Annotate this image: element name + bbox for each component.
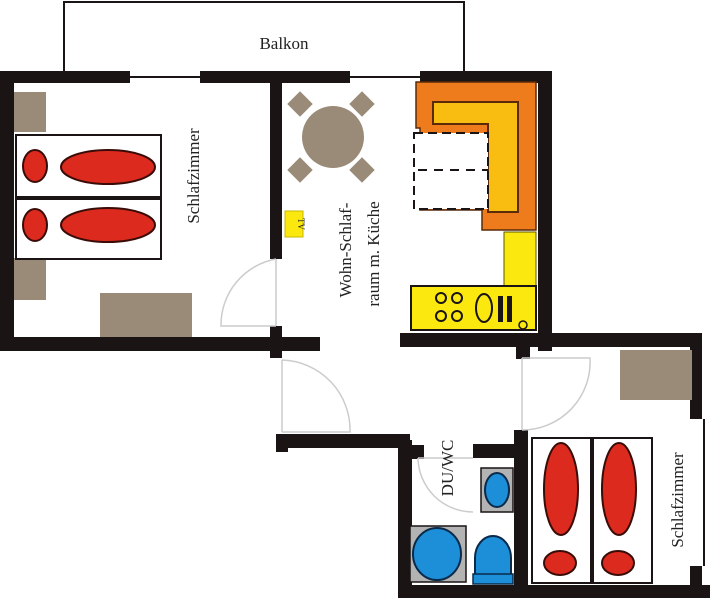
door-bedroom-left[interactable]: [220, 258, 277, 327]
desk: [100, 293, 192, 337]
fridge-icon: [498, 296, 503, 322]
nightstand-bottom: [14, 258, 46, 300]
door-bathroom[interactable]: [417, 457, 474, 513]
wardrobe: [620, 350, 692, 400]
bathroom-fixtures: [409, 467, 514, 585]
door-hallway[interactable]: [281, 359, 351, 433]
room-label-balcony: Balkon: [259, 34, 309, 53]
nightstand-top: [14, 92, 46, 132]
sink-icon: [475, 293, 493, 323]
svg-text:TV: TV: [296, 218, 306, 230]
bedroom-right-furniture: [531, 350, 692, 584]
walls: [0, 71, 710, 598]
room-label-living-line2: raum m. Küche: [364, 201, 383, 306]
doors: [220, 258, 591, 513]
bedroom-left-furniture: [14, 92, 192, 337]
door-bedroom-right[interactable]: [521, 357, 591, 431]
corner-sofa: [413, 81, 537, 231]
dining-table: [287, 91, 375, 183]
blanket-icon: [60, 149, 156, 185]
toilet-icon: [474, 535, 512, 583]
blanket-icon: [60, 207, 156, 243]
stove-icon: [435, 292, 463, 322]
pillow-icon: [22, 208, 48, 242]
room-label-bathroom: DU/WC: [438, 440, 457, 497]
room-label-bedroom-left: Schlafzimmer: [184, 128, 203, 224]
kitchen-counter: [410, 231, 537, 331]
balcony: [63, 1, 465, 78]
tv-icon: TV: [284, 210, 306, 238]
room-label-bedroom-right: Schlafzimmer: [668, 452, 687, 548]
room-label-living-line1: Wohn-Schlaf-: [336, 202, 355, 297]
pillow-icon: [22, 149, 48, 183]
